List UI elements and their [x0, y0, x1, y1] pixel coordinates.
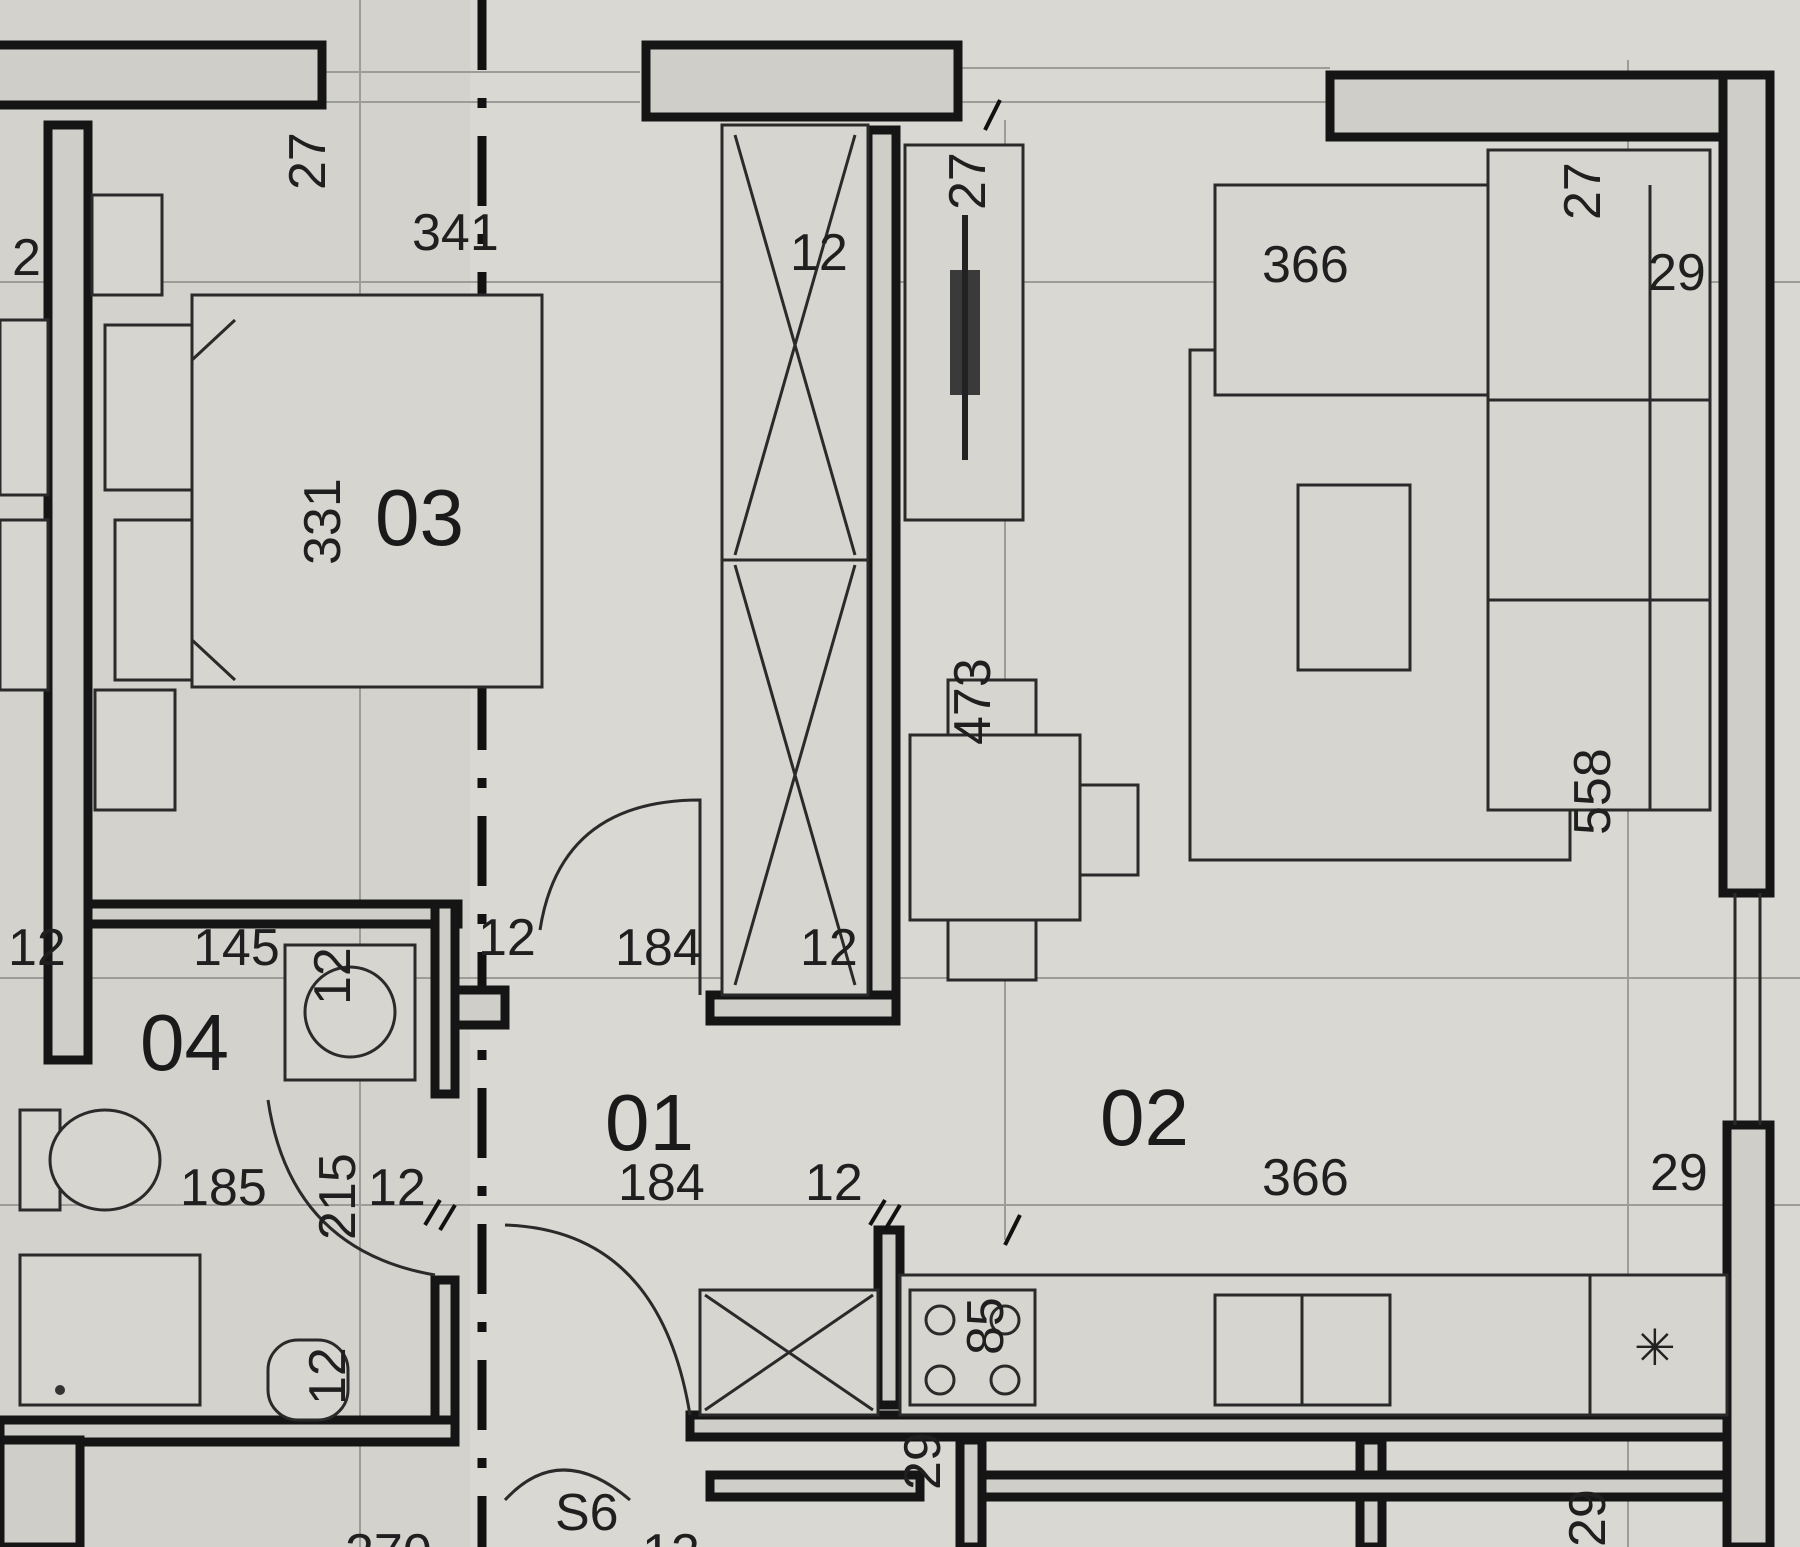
wall-right-upper: [1718, 70, 1775, 898]
dim-12-wc: 12: [299, 1347, 357, 1405]
room-label-03: 03: [375, 473, 464, 562]
nightstand-lower: [93, 688, 177, 812]
dim-341: 341: [412, 204, 499, 262]
chair-top: [946, 678, 1038, 737]
wall-right-lower: [1722, 1120, 1775, 1547]
dim-27-top-left: 27: [279, 132, 337, 190]
dim-27-top-mid: 27: [939, 152, 997, 210]
dim-12-bottom-cut: 12: [642, 1524, 700, 1547]
dim-12-left-mid: 12: [8, 919, 66, 977]
wardrobe-left-lower: [0, 518, 50, 692]
dim-473: 473: [944, 658, 1002, 745]
dim-12-bath-lower: 12: [368, 1159, 426, 1217]
fridge: [1588, 1273, 1729, 1417]
washbasin: [266, 1338, 350, 1422]
wardrobe-left-upper: [0, 318, 50, 497]
shower-tray: [18, 1253, 202, 1407]
room-label-04: 04: [140, 998, 229, 1087]
dim-185: 185: [180, 1159, 267, 1217]
wall-kitchen-bottom: [685, 1410, 1732, 1442]
hall-wardrobe: [720, 123, 870, 997]
wall-kitchen-left: [873, 1225, 905, 1410]
wall-bath-bottom: [0, 1415, 460, 1447]
toilet-bowl: [48, 1108, 162, 1212]
dim-184-lower: 184: [618, 1154, 705, 1212]
dim-2-left: 2: [12, 229, 41, 287]
dim-366-top: 366: [1262, 236, 1349, 294]
dim-366-bottom: 366: [1262, 1149, 1349, 1207]
dim-215: 215: [309, 1153, 367, 1240]
wall-wardrobe-bottom: [705, 990, 901, 1026]
wall-entry-bottom: [705, 1470, 925, 1502]
dim-12-bath-vert: 12: [304, 947, 362, 1005]
dim-184-upper: 184: [615, 919, 702, 977]
dim-331: 331: [294, 478, 352, 565]
wall-top-middle: [641, 40, 963, 122]
room-label-02: 02: [1100, 1073, 1189, 1162]
wall-top-right: [1325, 70, 1775, 142]
living-room-furniture: [1188, 148, 1712, 862]
double-bed: [190, 293, 544, 689]
window-right: [1733, 893, 1762, 1125]
nightstand-upper: [90, 193, 164, 297]
wall-stub-axis: [450, 985, 510, 1030]
room-label-s6: S6: [555, 1484, 619, 1542]
doors: [266, 798, 702, 1502]
svg-text:✳: ✳: [1634, 1319, 1676, 1377]
dimension-labels: 27 341 12 27 366 27 29 2 331 473 558 12 …: [8, 132, 1708, 1547]
wall-bottom-left-block: [0, 1435, 85, 1547]
room-labels: 03 04 01 02 S6: [140, 473, 1189, 1542]
tv-cabinet: [903, 143, 1025, 522]
room-label-01: 01: [605, 1078, 694, 1167]
dim-558: 558: [1564, 748, 1622, 835]
coffee-table: [1296, 483, 1412, 672]
dim-12-hall-right: 12: [805, 1154, 863, 1212]
bathroom-fixtures: [18, 943, 417, 1422]
dim-29-bottom: 29: [894, 1432, 952, 1490]
corner-sofa: [1486, 148, 1712, 812]
dim-27-top-right: 27: [1554, 162, 1612, 220]
walls: [0, 40, 1775, 1547]
dim-270-cut: 270: [345, 1524, 432, 1547]
dining-table: [908, 733, 1082, 922]
wall-left-vertical: [43, 120, 93, 1065]
wall-top-left: [0, 40, 327, 110]
bedroom-furniture: [0, 193, 544, 812]
chair-bottom: [946, 918, 1038, 982]
kitchen: ✳: [698, 1273, 1729, 1417]
dim-85: 85: [957, 1297, 1015, 1355]
bed-pillow-upper: [103, 323, 194, 492]
wall-bottom-long: [977, 1470, 1732, 1502]
dim-12-wardrobe-top: 12: [790, 224, 848, 282]
dining-set: [908, 678, 1140, 982]
dim-29-top-right: 29: [1648, 244, 1706, 302]
wall-wardrobe-right: [863, 125, 901, 1015]
dim-12-wardrobe-bottom: 12: [800, 919, 858, 977]
dim-145: 145: [193, 919, 280, 977]
chair-right: [1078, 783, 1140, 877]
dim-29-bottom-right: 29: [1559, 1489, 1617, 1547]
bed-pillow-lower: [113, 518, 194, 682]
wall-ticks: [423, 99, 1022, 1246]
dim-29-right-mid: 29: [1650, 1144, 1708, 1202]
dim-12-axis: 12: [478, 909, 536, 967]
